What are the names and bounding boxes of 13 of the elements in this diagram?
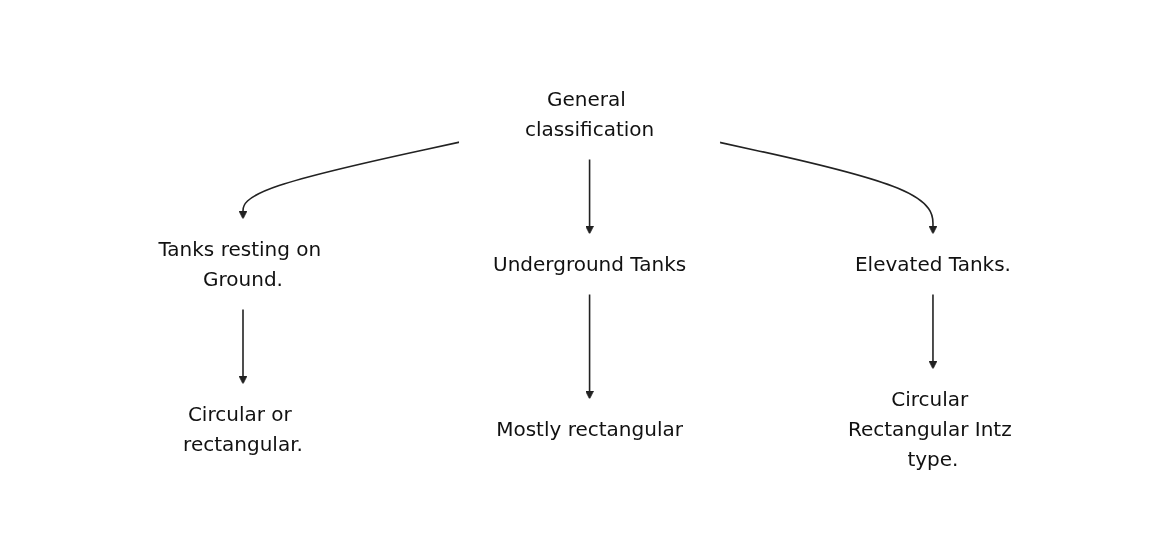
node-text: Underground Tanks bbox=[492, 252, 686, 276]
arrow bbox=[718, 141, 937, 235]
node-text: Mostly rectangular bbox=[495, 417, 683, 441]
node-text: Tanks resting on Ground. bbox=[157, 237, 321, 291]
node-text: Circular or rectangular. bbox=[182, 402, 303, 456]
arrow bbox=[584, 293, 594, 400]
node-text: General classification bbox=[524, 87, 654, 141]
arrow bbox=[928, 293, 937, 370]
node-text: Circular Rectangular Intz type. bbox=[847, 387, 1012, 471]
arrow bbox=[238, 308, 247, 385]
arrow bbox=[238, 141, 460, 220]
node-text: Elevated Tanks. bbox=[854, 252, 1011, 276]
arrow bbox=[584, 158, 594, 235]
